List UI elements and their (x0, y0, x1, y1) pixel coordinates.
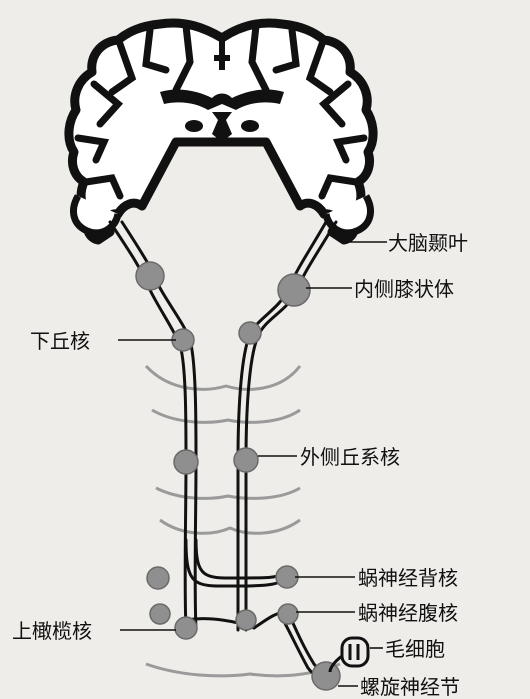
right-ventral-cochlear-nucleus (278, 604, 298, 624)
label-ventral-cochlear-nucleus: 蜗神经腹核 (358, 601, 458, 625)
spiral-ganglion-blob (312, 662, 340, 690)
left-dorsal-cochlear-nucleus (147, 567, 169, 589)
label-medial-geniculate-body: 内侧膝状体 (354, 277, 454, 301)
label-cerebral-temporal-lobe: 大脑颞叶 (388, 231, 468, 255)
label-spiral-ganglion: 螺旋神经节 (360, 675, 460, 699)
brain-section (69, 23, 373, 240)
right-inferior-colliculus-nucleus (239, 322, 261, 344)
label-superior-olivary-nucleus: 上橄榄核 (12, 619, 92, 643)
right-medial-geniculate-nucleus (278, 274, 310, 306)
label-dorsal-cochlear-nucleus: 蜗神经背核 (358, 566, 458, 590)
label-inferior-colliculus-nucleus: 下丘核 (30, 329, 90, 353)
left-medial-geniculate-nucleus (136, 262, 164, 290)
left-superior-olivary-nucleus (175, 617, 197, 639)
left-lateral-lemniscus-nucleus (174, 450, 198, 474)
right-lateral-lemniscus-nucleus (234, 448, 258, 472)
left-superior-olivary-nucleus-outer (150, 604, 170, 624)
label-hair-cell: 毛细胞 (385, 637, 445, 661)
right-dorsal-cochlear-nucleus (276, 566, 298, 588)
right-superior-olivary-nucleus (236, 610, 256, 630)
label-lateral-lemniscus-nucleus: 外侧丘系核 (300, 445, 400, 469)
